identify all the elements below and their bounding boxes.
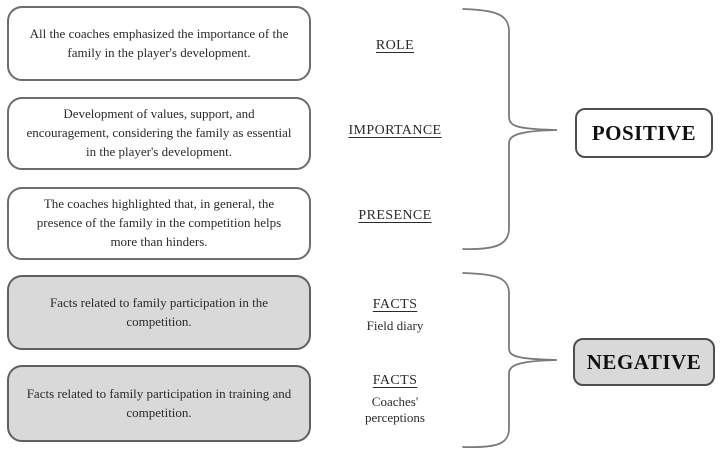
brace-positive-group [462, 8, 558, 250]
theme-box-facts-coaches-text: Facts related to family participation in… [26, 385, 292, 420]
theme-box-facts-field-diary-text: Facts related to family participation in… [49, 294, 269, 329]
theme-box-presence: The coaches highlighted that, in general… [7, 187, 311, 260]
category-label-facts-2-subtitle: Coaches' perceptions [365, 394, 425, 426]
category-label-facts-2-title: FACTS [372, 373, 418, 388]
theme-box-facts-coaches: Facts related to family participation in… [7, 365, 311, 442]
theme-box-role-text: All the coaches emphasized the importanc… [29, 25, 289, 60]
category-label-role-title: ROLE [375, 38, 415, 53]
category-label-facts-1: FACTS Field diary [330, 295, 460, 334]
outcome-box-positive: POSITIVE [575, 108, 713, 158]
theme-box-importance: Development of values, support, and enco… [7, 97, 311, 170]
outcome-box-positive-label: POSITIVE [591, 120, 697, 145]
category-label-facts-1-subtitle: Field diary [366, 318, 424, 333]
category-label-presence: PRESENCE [330, 206, 460, 224]
category-label-importance-title: IMPORTANCE [348, 123, 442, 138]
outcome-box-negative-label: NEGATIVE [586, 349, 702, 374]
theme-box-facts-field-diary: Facts related to family participation in… [7, 275, 311, 350]
theme-box-importance-text: Development of values, support, and enco… [26, 106, 292, 159]
outcome-box-negative: NEGATIVE [573, 338, 715, 386]
category-label-facts-1-title: FACTS [372, 297, 418, 312]
category-label-role: ROLE [330, 36, 460, 54]
theme-box-presence-text: The coaches highlighted that, in general… [36, 196, 282, 249]
category-label-importance: IMPORTANCE [330, 121, 460, 139]
category-label-facts-2: FACTS Coaches' perceptions [330, 371, 460, 427]
theme-box-role: All the coaches emphasized the importanc… [7, 6, 311, 81]
category-label-presence-title: PRESENCE [358, 208, 432, 223]
brace-negative-group [462, 272, 558, 449]
